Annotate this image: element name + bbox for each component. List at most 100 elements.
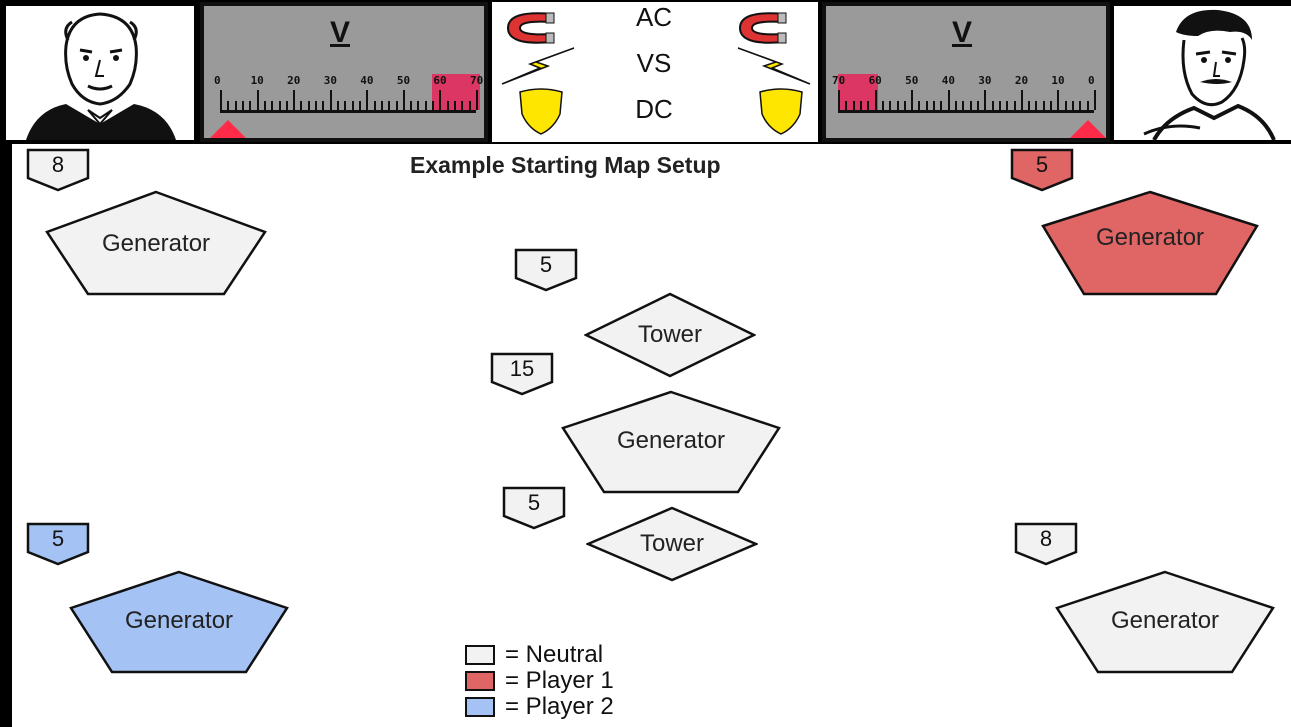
generator-node-bottom-left[interactable]: Generator [68,570,290,674]
legend-item-player1: = Player 1 [460,667,614,694]
right-meter-tick-mark [1013,101,1016,110]
right-meter-tick-label: 20 [1014,74,1029,87]
left-meter-tick-mark [249,101,252,110]
left-meter-tick-mark [454,101,457,110]
left-meter-tick-mark [410,101,413,110]
right-meter-tick-mark [1035,101,1038,110]
left-meter-tick-mark [293,90,296,110]
left-meter-tick-mark [380,101,383,110]
node-label: Generator [101,230,211,257]
legend-item-player2: = Player 2 [460,693,614,720]
tower-node-upper[interactable]: Tower [584,292,756,378]
right-meter-tick-mark [852,101,855,110]
node-value: 15 [509,356,535,381]
left-meter-tick-label: 50 [396,74,411,87]
lightning-icon [501,47,575,85]
left-meter-tick-mark [234,101,237,110]
left-meter-scale [220,110,476,113]
left-meter-tick-mark [366,90,369,110]
left-meter-tick-mark [285,101,288,110]
right-meter-tick-mark [896,101,899,110]
left-meter-tick-mark [337,101,340,110]
right-meter-tick-mark [962,101,965,110]
left-meter-tick-mark [220,90,222,110]
right-meter-redline [838,74,878,110]
left-meter-tick-mark [300,101,303,110]
left-meter-tick-mark [271,101,274,110]
right-meter-tick-mark [984,90,987,110]
right-meter-tick-label: 40 [941,74,955,87]
legend-item-neutral: = Neutral [460,641,614,668]
title-panel: AC VS DC [492,2,818,142]
right-meter-tick-mark [976,101,979,110]
generator-node-top-right[interactable]: Generator [1040,190,1260,296]
node-value-badge-gen-center: 15 [490,352,558,396]
generator-node-center[interactable]: Generator [560,390,782,494]
generator-node-bottom-right[interactable]: Generator [1054,570,1276,674]
node-label: Generator [1110,607,1220,634]
right-meter-tick-mark [1028,101,1031,110]
left-meter-tick-label: 20 [287,74,301,87]
node-value: 5 [527,490,541,515]
node-label: Tower [639,530,705,557]
magnet-icon [738,12,787,44]
node-value: 5 [1035,152,1049,177]
shield-icon [759,88,803,135]
node-value-badge-gen-top-right: 5 [1010,148,1078,192]
right-meter-tick-mark [933,101,936,110]
right-meter-tick-label: 50 [905,74,919,87]
legend-swatch-player2 [465,697,495,717]
right-meter-unit: V [952,16,973,49]
left-meter-tick-mark [322,101,325,110]
edison-portrait-icon [26,12,176,140]
tesla-portrait-icon [1143,9,1276,140]
left-meter-tick-mark [256,90,259,110]
right-meter-tick-mark [867,101,870,110]
right-meter-scale [838,110,1094,113]
left-meter-tick-mark [388,101,391,110]
left-meter-tick-mark [278,101,281,110]
left-meter-tick-label: 40 [360,74,374,87]
legend-swatch-player1 [465,671,495,691]
legend-label: = Neutral [505,641,604,668]
left-meter-tick-mark [446,101,449,110]
left-meter-tick-label: 10 [250,74,264,87]
node-value-badge-gen-top-left: 8 [26,148,94,192]
right-meter-tick-mark [925,101,928,110]
legend: = Neutral = Player 1 = Player 2 [460,641,614,720]
left-meter-tick-mark [439,90,442,110]
left-meter-tick-mark [315,101,318,110]
right-meter-tick-mark [1057,90,1060,110]
right-meter-needle [1070,120,1106,138]
left-meter-tick-mark [461,101,464,110]
left-meter-tick-mark [468,101,471,110]
right-meter-tick-mark [874,90,877,110]
right-meter-tick-mark [918,101,921,110]
magnet-icon [506,12,555,44]
right-meter-tick-label: 10 [1051,74,1065,87]
left-meter-tick-label: 70 [470,74,484,87]
generator-node-top-left[interactable]: Generator [44,190,268,296]
left-meter-tick-mark [424,101,427,110]
legend-label: = Player 2 [505,693,614,720]
left-meter-tick-mark [432,101,435,110]
right-meter-tick-mark [998,101,1001,110]
node-label: Generator [1095,224,1205,251]
tower-node-lower[interactable]: Tower [586,506,758,582]
title-vs: VS [636,48,672,78]
right-meter-tick-mark [969,101,972,110]
right-meter-tick-mark [1042,101,1045,110]
right-meter-tick-mark [859,101,862,110]
node-value: 8 [1039,526,1053,551]
right-meter-tick-mark [889,101,892,110]
right-meter-tick-mark [1064,101,1067,110]
left-meter-tick-mark [344,101,347,110]
right-meter-tick-mark [955,101,958,110]
left-meter-tick-mark [307,101,310,110]
left-meter-tick-mark [402,90,405,110]
legend-swatch-neutral [465,645,495,665]
node-value-badge-gen-bottom-right: 8 [1014,522,1082,566]
right-meter-tick-mark [881,101,884,110]
left-meter-tick-mark [395,101,398,110]
